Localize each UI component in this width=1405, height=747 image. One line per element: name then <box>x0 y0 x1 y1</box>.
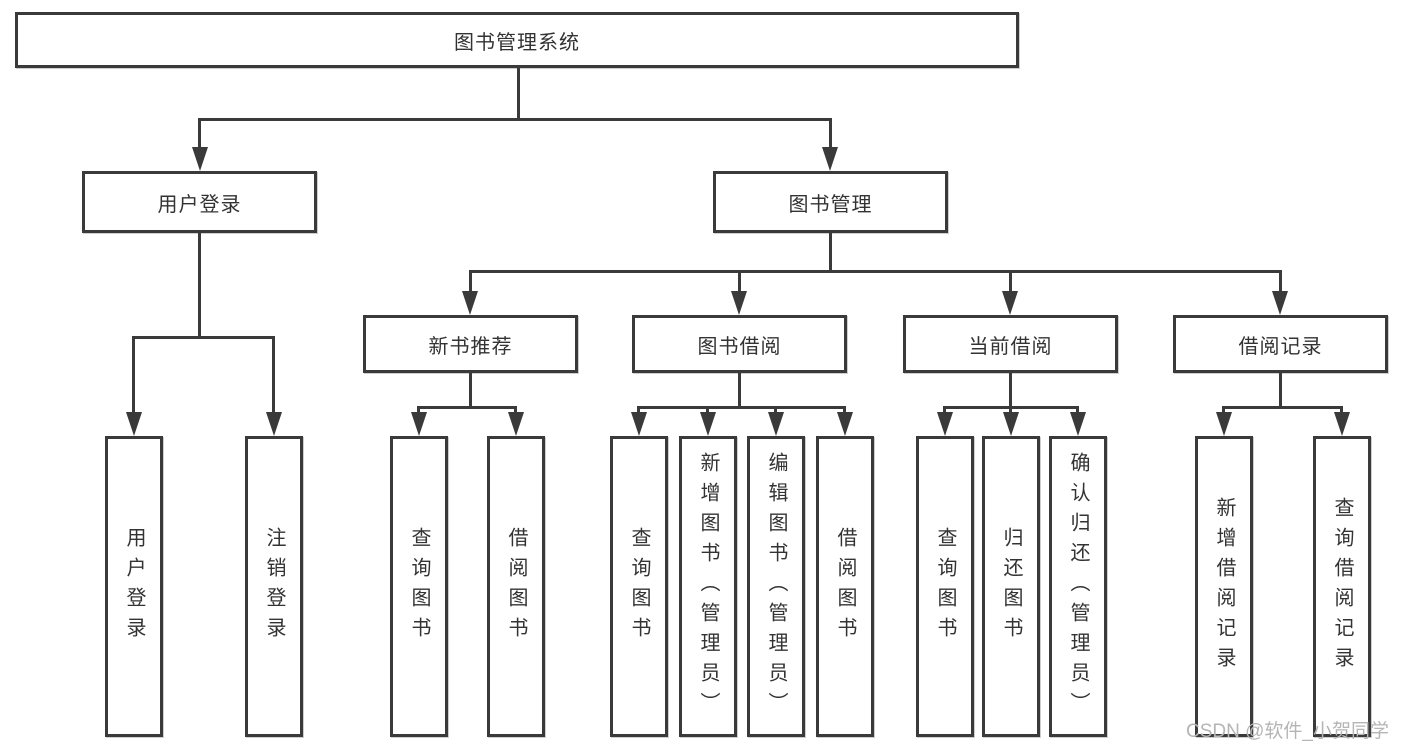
connector-to-leaf <box>1340 406 1343 414</box>
arrow-down-icon <box>1334 412 1350 436</box>
connector-to-current-borrow <box>1009 270 1012 293</box>
leaf-label: 归还图书 <box>1000 526 1022 647</box>
arrow-down-icon <box>126 412 142 436</box>
leaf-borrow-books-recommend: 借阅图书 <box>487 436 545 737</box>
connector-to-leaf <box>1076 406 1079 414</box>
connector-book-mgmt-trunk <box>829 233 832 270</box>
connector-to-leaf <box>1222 406 1225 414</box>
leaf-label: 确认归还（管理员） <box>1067 451 1089 722</box>
connector-to-leaf <box>637 406 640 414</box>
arrow-down-icon <box>631 412 647 436</box>
leaf-query-borrow-record: 查询借阅记录 <box>1313 436 1371 737</box>
leaf-user-login: 用户登录 <box>105 436 163 737</box>
connector-to-leaf <box>132 336 135 414</box>
leaf-label: 查询图书 <box>408 526 430 647</box>
leaf-label: 借阅图书 <box>834 526 856 647</box>
connector-to-leaf <box>774 406 777 414</box>
arrow-down-icon <box>266 412 282 436</box>
node-label: 当前借阅 <box>968 335 1053 358</box>
connector-to-leaf <box>943 406 946 414</box>
arrow-down-icon <box>1002 291 1018 315</box>
leaf-add-borrow-record: 新增借阅记录 <box>1195 436 1253 737</box>
connector-borrow-records-spread <box>1222 406 1343 409</box>
leaf-query-books-current: 查询图书 <box>916 436 974 737</box>
connector-to-book-mgmt <box>829 118 832 149</box>
leaf-query-books-recommend: 查询图书 <box>390 436 448 737</box>
leaf-label: 查询图书 <box>934 526 956 647</box>
connector-to-leaf <box>706 406 709 414</box>
leaf-label: 查询图书 <box>628 526 650 647</box>
node-label: 图书借阅 <box>697 335 782 358</box>
node-label: 用户登录 <box>157 193 242 216</box>
leaf-return-books: 归还图书 <box>982 436 1040 737</box>
connector-to-book-borrow <box>738 270 741 293</box>
node-label: 借阅记录 <box>1238 335 1323 358</box>
connector-to-leaf <box>514 406 517 414</box>
connector-user-login-spread <box>132 336 275 339</box>
node-book-management: 图书管理 <box>713 171 948 233</box>
leaf-label: 注销登录 <box>263 526 285 647</box>
node-new-book-recommend: 新书推荐 <box>363 315 578 373</box>
leaf-label: 查询借阅记录 <box>1331 496 1353 677</box>
leaf-confirm-return-admin: 确认归还（管理员） <box>1049 436 1107 737</box>
node-user-login: 用户登录 <box>82 171 317 233</box>
arrow-down-icon <box>768 412 784 436</box>
connector-root-trunk <box>517 68 520 118</box>
node-label: 新书推荐 <box>428 335 513 358</box>
leaf-label: 借阅图书 <box>505 526 527 647</box>
connector-new-books-trunk <box>469 373 472 406</box>
connector-book-mgmt-spread <box>469 270 1282 273</box>
connector-to-new-books <box>469 270 472 293</box>
connector-book-borrow-spread <box>637 406 846 409</box>
leaf-edit-book-admin: 编辑图书（管理员） <box>747 436 805 737</box>
arrow-down-icon <box>192 147 208 171</box>
leaf-add-book-admin: 新增图书（管理员） <box>679 436 737 737</box>
leaf-logout: 注销登录 <box>245 436 303 737</box>
connector-root-spread <box>198 118 831 121</box>
connector-to-leaf <box>1009 406 1012 414</box>
arrow-down-icon <box>700 412 716 436</box>
node-label: 图书管理系统 <box>454 31 580 54</box>
arrow-down-icon <box>1216 412 1232 436</box>
leaf-label: 新增借阅记录 <box>1213 496 1235 677</box>
connector-to-leaf <box>843 406 846 414</box>
arrow-down-icon <box>508 412 524 436</box>
csdn-watermark: CSDN @软件_小贺同学 <box>1186 721 1389 742</box>
connector-current-borrow-trunk <box>1009 373 1012 406</box>
arrow-down-icon <box>1070 412 1086 436</box>
leaf-query-books-borrow: 查询图书 <box>610 436 668 737</box>
connector-to-user-login <box>198 118 201 149</box>
connector-to-leaf <box>417 406 420 414</box>
arrow-down-icon <box>462 291 478 315</box>
node-book-borrow: 图书借阅 <box>632 315 847 373</box>
leaf-label: 新增图书（管理员） <box>697 451 719 722</box>
node-label: 图书管理 <box>788 193 873 216</box>
connector-new-books-spread <box>417 406 517 409</box>
arrow-down-icon <box>1272 291 1288 315</box>
connector-to-borrow-records <box>1279 270 1282 293</box>
arrow-down-icon <box>822 147 838 171</box>
arrow-down-icon <box>411 412 427 436</box>
leaf-borrow-books: 借阅图书 <box>816 436 874 737</box>
leaf-label: 用户登录 <box>123 526 145 647</box>
arrow-down-icon <box>837 412 853 436</box>
arrow-down-icon <box>937 412 953 436</box>
node-library-management-system: 图书管理系统 <box>15 12 1019 68</box>
connector-to-leaf <box>272 336 275 414</box>
node-current-borrow: 当前借阅 <box>903 315 1118 373</box>
node-borrow-records: 借阅记录 <box>1173 315 1388 373</box>
arrow-down-icon <box>731 291 747 315</box>
connector-book-borrow-trunk <box>738 373 741 406</box>
connector-borrow-records-trunk <box>1279 373 1282 406</box>
leaf-label: 编辑图书（管理员） <box>765 451 787 722</box>
arrow-down-icon <box>1003 412 1019 436</box>
connector-user-login-trunk <box>198 233 201 336</box>
